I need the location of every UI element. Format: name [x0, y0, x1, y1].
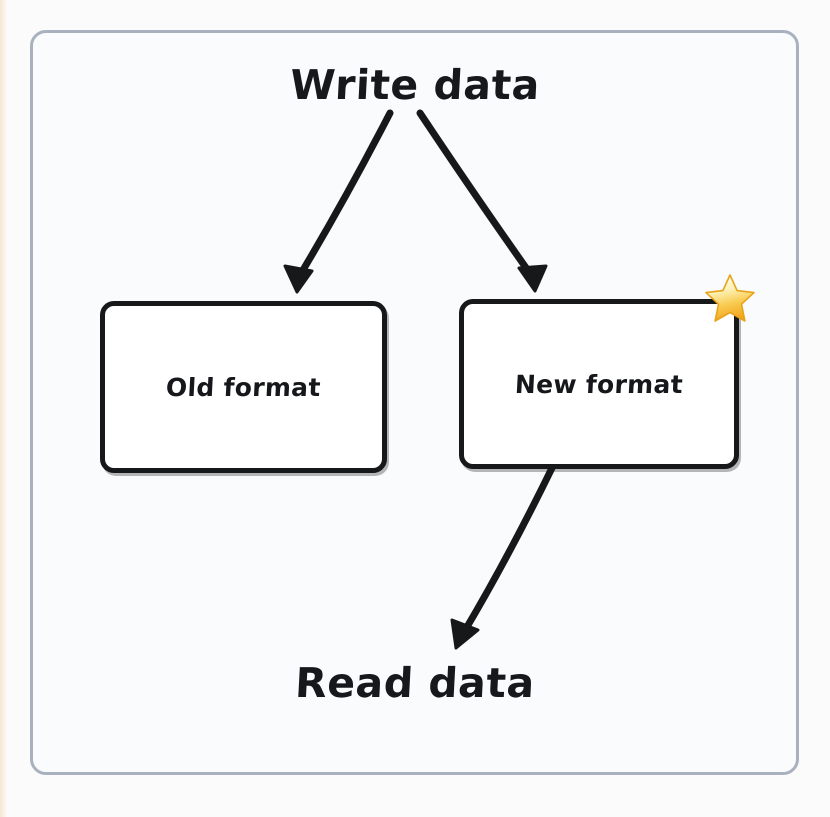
- read-data-title: Read data: [294, 659, 536, 707]
- star-icon: [703, 272, 757, 324]
- left-edge-stripe: [0, 0, 7, 817]
- node-new-format[interactable]: New format: [459, 299, 739, 469]
- node-old-format[interactable]: Old format: [100, 301, 387, 473]
- arrow-write-to-old-format: [283, 109, 394, 294]
- write-data-title: Write data: [288, 61, 542, 109]
- arrow-new-format-to-read-data: [450, 464, 556, 650]
- arrow-write-to-new-format: [416, 109, 548, 293]
- node-old-format-label: Old format: [165, 372, 322, 402]
- node-new-format-label: New format: [514, 369, 684, 399]
